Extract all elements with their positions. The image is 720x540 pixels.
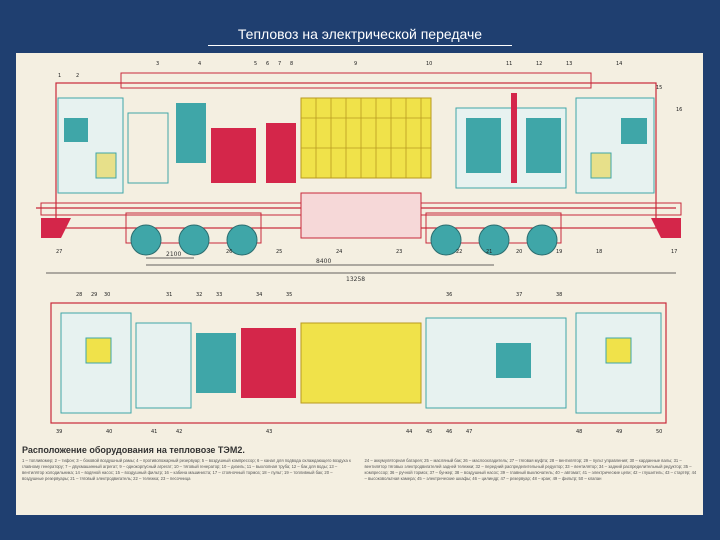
plan-callout-40: 40: [106, 429, 112, 435]
side-callout-27: 27: [56, 249, 62, 255]
plan-callout-31: 31: [166, 292, 172, 298]
side-callout-14: 14: [616, 61, 622, 67]
side-callout-15: 15: [656, 85, 662, 91]
plan-callout-32: 32: [196, 292, 202, 298]
diesel-engine: [300, 97, 432, 179]
plan-callout-37: 37: [516, 292, 522, 298]
side-callout-19: 19: [556, 249, 562, 255]
plan-callout-42: 42: [176, 429, 182, 435]
side-callout-25: 25: [276, 249, 282, 255]
side-callout-22: 22: [456, 249, 462, 255]
side-callout-5: 5: [254, 61, 257, 67]
plan-callout-29: 29: [91, 292, 97, 298]
dim-centers: 8400: [316, 258, 331, 265]
side-callout-24: 24: [336, 249, 342, 255]
plan-callout-41: 41: [151, 429, 157, 435]
side-callout-11: 11: [506, 61, 512, 67]
side-callout-12: 12: [536, 61, 542, 67]
plan-callout-28: 28: [76, 292, 82, 298]
plan-callouts: 28 29 30 31 32 33 34 35 36 37 38 39 40 41 42 43 44 45 46 47…: [56, 292, 662, 435]
slide-title: Тепловоз на электрической передаче: [237, 26, 483, 42]
side-callout-2: 2: [76, 73, 79, 79]
side-callout-18: 18: [596, 249, 602, 255]
plan-callout-38: 38: [556, 292, 562, 298]
side-callout-3: 3: [156, 61, 159, 67]
plan-callout-45: 45: [426, 429, 432, 435]
side-callout-20: 20: [516, 249, 522, 255]
plan-callout-49: 49: [616, 429, 622, 435]
plan-callout-48: 48: [576, 429, 582, 435]
side-callout-4: 4: [198, 61, 201, 67]
plan-callout-46: 46: [446, 429, 452, 435]
side-callout-9: 9: [354, 61, 357, 67]
side-callout-26: 26: [226, 249, 232, 255]
side-callout-10: 10: [426, 61, 432, 67]
fuel-tank: [300, 192, 422, 239]
plan-view: 28 29 30 31 32 33 34 35 36 37 38 39 40 41 42 43 44 45 46 47…: [50, 292, 667, 435]
plan-callout-39: 39: [56, 429, 62, 435]
plan-callout-47: 47: [466, 429, 472, 435]
plan-callout-43: 43: [266, 429, 272, 435]
plan-callout-33: 33: [216, 292, 222, 298]
exhaust-pipe: [511, 93, 517, 183]
cab-window-left: [64, 118, 88, 142]
title-underline: [208, 45, 512, 46]
plan-callout-50: 50: [656, 429, 662, 435]
legend: Расположение оборудования на тепловозе Т…: [22, 445, 697, 511]
side-callout-7: 7: [278, 61, 281, 67]
plan-callout-34: 34: [256, 292, 262, 298]
side-callout-1: 1: [58, 73, 61, 79]
cab-window-right: [621, 118, 647, 144]
side-callout-23: 23: [396, 249, 402, 255]
side-callout-21: 21: [486, 249, 492, 255]
plan-callout-36: 36: [446, 292, 452, 298]
side-callout-17: 17: [671, 249, 677, 255]
side-callout-16: 16: [676, 107, 682, 113]
side-callout-6: 6: [266, 61, 269, 67]
side-callout-13: 13: [566, 61, 572, 67]
side-callout-8: 8: [290, 61, 293, 67]
dim-bogie: 2100: [166, 251, 181, 258]
plan-callout-30: 30: [104, 292, 110, 298]
plan-callout-35: 35: [286, 292, 292, 298]
legend-left: 1 – топливомер; 2 – тифон; 3 – боковой в…: [22, 458, 351, 481]
traction-generator: [211, 128, 256, 183]
legend-right: 24 – аккумуляторная батарея; 25 – маслян…: [364, 458, 697, 481]
plan-callout-44: 44: [406, 429, 412, 435]
legend-title: Расположение оборудования на тепловозе Т…: [22, 445, 245, 455]
dim-length: 13258: [346, 276, 365, 283]
